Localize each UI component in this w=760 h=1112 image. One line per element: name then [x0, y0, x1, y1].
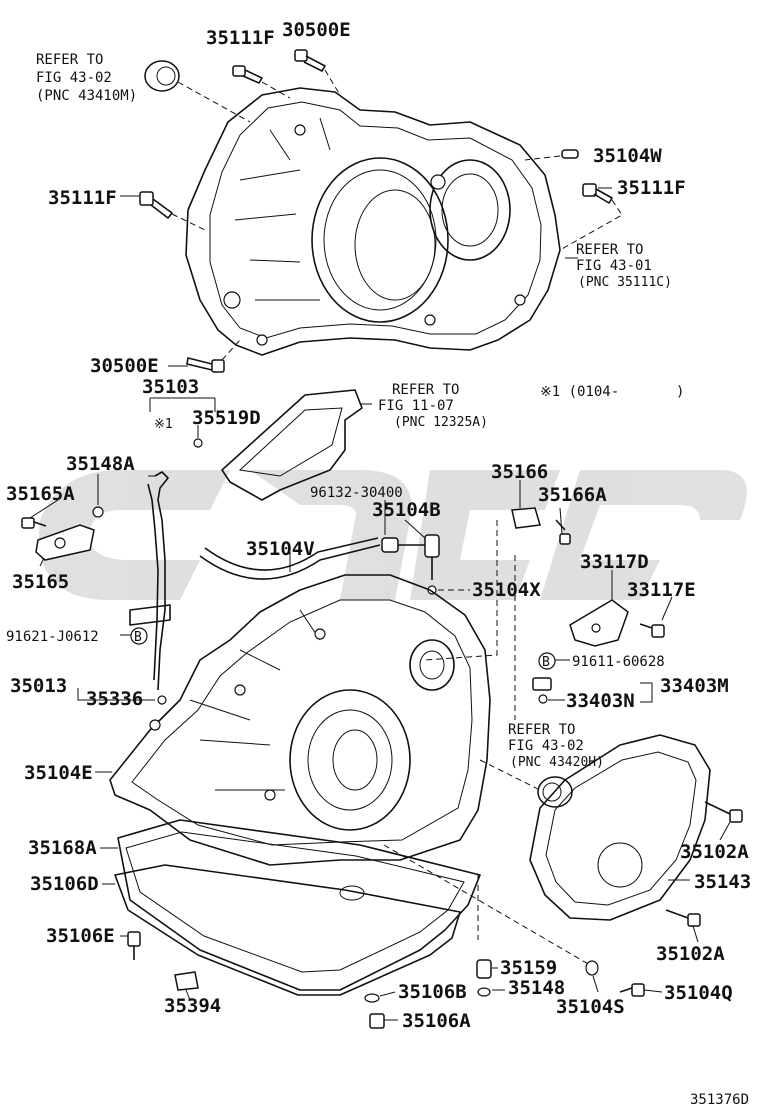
refer-label-line1: REFER TO — [576, 242, 643, 258]
part-number-label: 33117E — [627, 579, 696, 601]
bolt-33117E — [639, 623, 665, 638]
part-number-label: 30500E — [90, 355, 159, 377]
part-number-label: 35165 — [12, 571, 69, 593]
refer-label-line3: (PNC 43410M) — [36, 88, 137, 104]
circled-b-marker — [130, 627, 148, 645]
refer-label-line1: REFER TO — [508, 722, 575, 738]
part-number-label: 35106E — [46, 925, 115, 947]
bolt-35111F-top — [232, 65, 263, 84]
part-number-label: 35519D — [192, 407, 261, 429]
plug-35106E — [127, 931, 141, 960]
circled-b-letter: B — [134, 630, 142, 645]
refer-label-line3: (PNC 12325A) — [394, 415, 488, 430]
part-number-label: 35104X — [472, 579, 541, 601]
bracket-refer-1107 — [221, 389, 363, 501]
bolt-30500E-top — [294, 49, 326, 72]
refer-label-line2: FIG 43-02 — [36, 70, 112, 86]
transaxle-case — [109, 574, 491, 866]
part-number-label: 91621-J0612 — [6, 629, 99, 645]
bolt-35102A-top — [704, 801, 743, 823]
part-number-label: 35104W — [593, 145, 662, 167]
part-number-label: 33117D — [580, 551, 649, 573]
part-number-label: 35143 — [694, 871, 751, 893]
part-number-label: 91611-60628 — [572, 654, 665, 670]
leader-lines — [29, 187, 731, 1021]
connector-33403M — [532, 677, 552, 691]
part-number-label: 35104E — [24, 762, 93, 784]
bolt-35111F-right — [582, 183, 613, 204]
cover-35143 — [529, 734, 711, 921]
plug-35106A — [369, 1013, 385, 1029]
plate-35165 — [35, 524, 95, 561]
circled-b-letter: B — [542, 655, 550, 670]
refer-label-line3: (PNC 43420H) — [510, 755, 604, 770]
note-marker: ※1 — [154, 417, 173, 432]
magnet-35394 — [174, 971, 199, 991]
part-number-label: 35111F — [617, 177, 686, 199]
part-number-label: 35104V — [246, 538, 315, 560]
part-number-label: 30500E — [282, 19, 351, 41]
dipstick-35013 — [129, 471, 171, 705]
part-number-label: 35394 — [164, 995, 221, 1017]
part-labels: REFER TO FIG 43-02 (PNC 43410M) 35111F 3… — [6, 19, 751, 1108]
part-number-label: 35104S — [556, 996, 625, 1018]
refer-label-line2: FIG 43-01 — [576, 258, 652, 274]
refer-label-line2: FIG 11-07 — [378, 398, 454, 414]
part-number-label: 35111F — [48, 187, 117, 209]
bolt-35102A-bot — [665, 909, 701, 927]
part-number-label: 35104B — [372, 499, 441, 521]
part-number-label: 35106A — [402, 1010, 471, 1032]
refer-label-line1: REFER TO — [392, 382, 459, 398]
sensor-35166 — [511, 507, 541, 529]
part-number-label: 35102A — [680, 841, 749, 863]
union-35104B — [381, 534, 440, 580]
part-number-label: 35159 — [500, 957, 557, 979]
refer-label-line1: REFER TO — [36, 52, 103, 68]
part-number-label: 35336 — [86, 688, 143, 710]
part-number-label: 35106B — [398, 981, 467, 1003]
bolt-35104Q — [619, 983, 645, 997]
part-number-label: 35102A — [656, 943, 725, 965]
part-number-label: 35111F — [206, 27, 275, 49]
part-number-label: 35104Q — [664, 982, 733, 1004]
diagram-id: 351376D — [690, 1092, 749, 1108]
bolt-35165A — [21, 517, 47, 529]
part-number-label: 35103 — [142, 376, 199, 398]
part-number-label: 35166 — [491, 461, 548, 483]
bolt-35166A — [555, 519, 571, 545]
oil-pan — [114, 819, 481, 996]
part-number-label: 35168A — [28, 837, 97, 859]
note-close: ) — [676, 384, 684, 400]
part-number-label: 96132-30400 — [310, 485, 403, 501]
oil-seal-top — [144, 60, 180, 92]
part-number-label: 33403N — [566, 690, 635, 712]
part-number-label: 35148A — [66, 453, 135, 475]
transaxle-housing — [185, 87, 561, 356]
refer-label-line3: (PNC 35111C) — [578, 275, 672, 290]
part-number-label: 35013 — [10, 675, 67, 697]
watermark — [38, 470, 747, 600]
refer-label-line2: FIG 43-02 — [508, 738, 584, 754]
part-number-label: 35148 — [508, 977, 565, 999]
bolt-35111F-left — [139, 191, 173, 219]
bolt-30500E-lower — [186, 357, 225, 373]
bracket-33117D — [569, 599, 629, 647]
part-number-label: 35106D — [30, 873, 99, 895]
part-number-label: 35165A — [6, 483, 75, 505]
part-number-label: 33403M — [660, 675, 729, 697]
strainer-35159 — [476, 959, 492, 979]
pin-35104W — [561, 149, 579, 159]
note-text: ※1 (0104- — [540, 384, 619, 400]
part-number-label: 35166A — [538, 484, 607, 506]
circled-b-marker — [538, 652, 556, 670]
